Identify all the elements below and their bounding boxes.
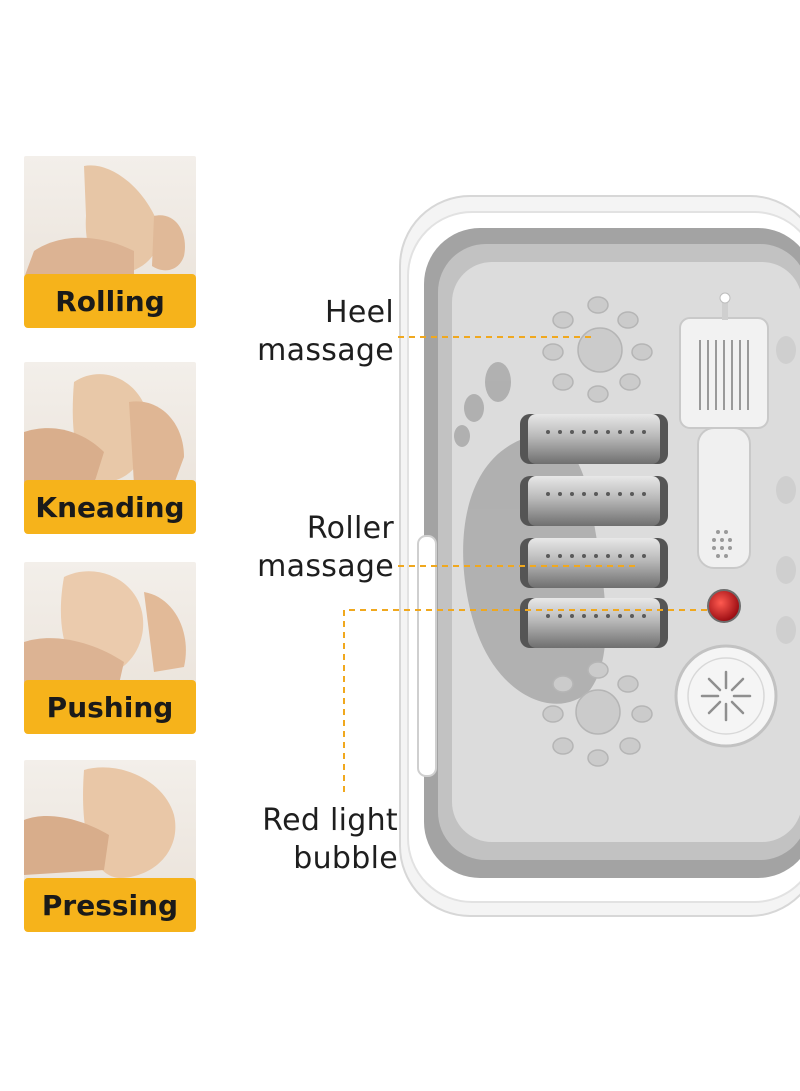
lower-massage-nubs: [542, 661, 653, 767]
leader-lines: [343, 336, 712, 792]
callout-roller-massage: Roller massage: [257, 510, 394, 586]
callout-line: massage: [257, 549, 394, 584]
technique-card-rolling: Rolling: [24, 156, 196, 330]
temperature-probe-strip: [679, 292, 769, 569]
callout-line: Heel: [324, 295, 394, 330]
foot-kneading-photo: [24, 362, 196, 484]
foot-pushing-photo: [24, 562, 196, 684]
technique-label: Pressing: [24, 878, 196, 932]
technique-card-kneading: Kneading: [24, 362, 196, 536]
roller-1: [520, 414, 668, 464]
roller-2: [520, 476, 668, 526]
technique-label: Rolling: [24, 274, 196, 328]
roller-4: [520, 598, 668, 648]
foot-rolling-photo: [24, 156, 196, 278]
callout-line: massage: [257, 333, 394, 368]
bubble-vent: [674, 644, 778, 748]
roller-3: [520, 538, 668, 588]
technique-label: Pushing: [24, 680, 196, 734]
callout-line: Red light: [262, 803, 398, 838]
red-light-indicator: [707, 589, 741, 623]
callout-red-light-bubble: Red light bubble: [262, 802, 398, 878]
callout-heel-massage: Heel massage: [257, 294, 394, 370]
heel-massage-nubs: [542, 296, 653, 403]
callout-line: Roller: [306, 511, 394, 546]
foot-pressing-photo: [24, 760, 196, 882]
technique-card-pushing: Pushing: [24, 562, 196, 736]
technique-label: Kneading: [24, 480, 196, 534]
callout-line: bubble: [293, 841, 398, 876]
technique-card-pressing: Pressing: [24, 760, 196, 934]
